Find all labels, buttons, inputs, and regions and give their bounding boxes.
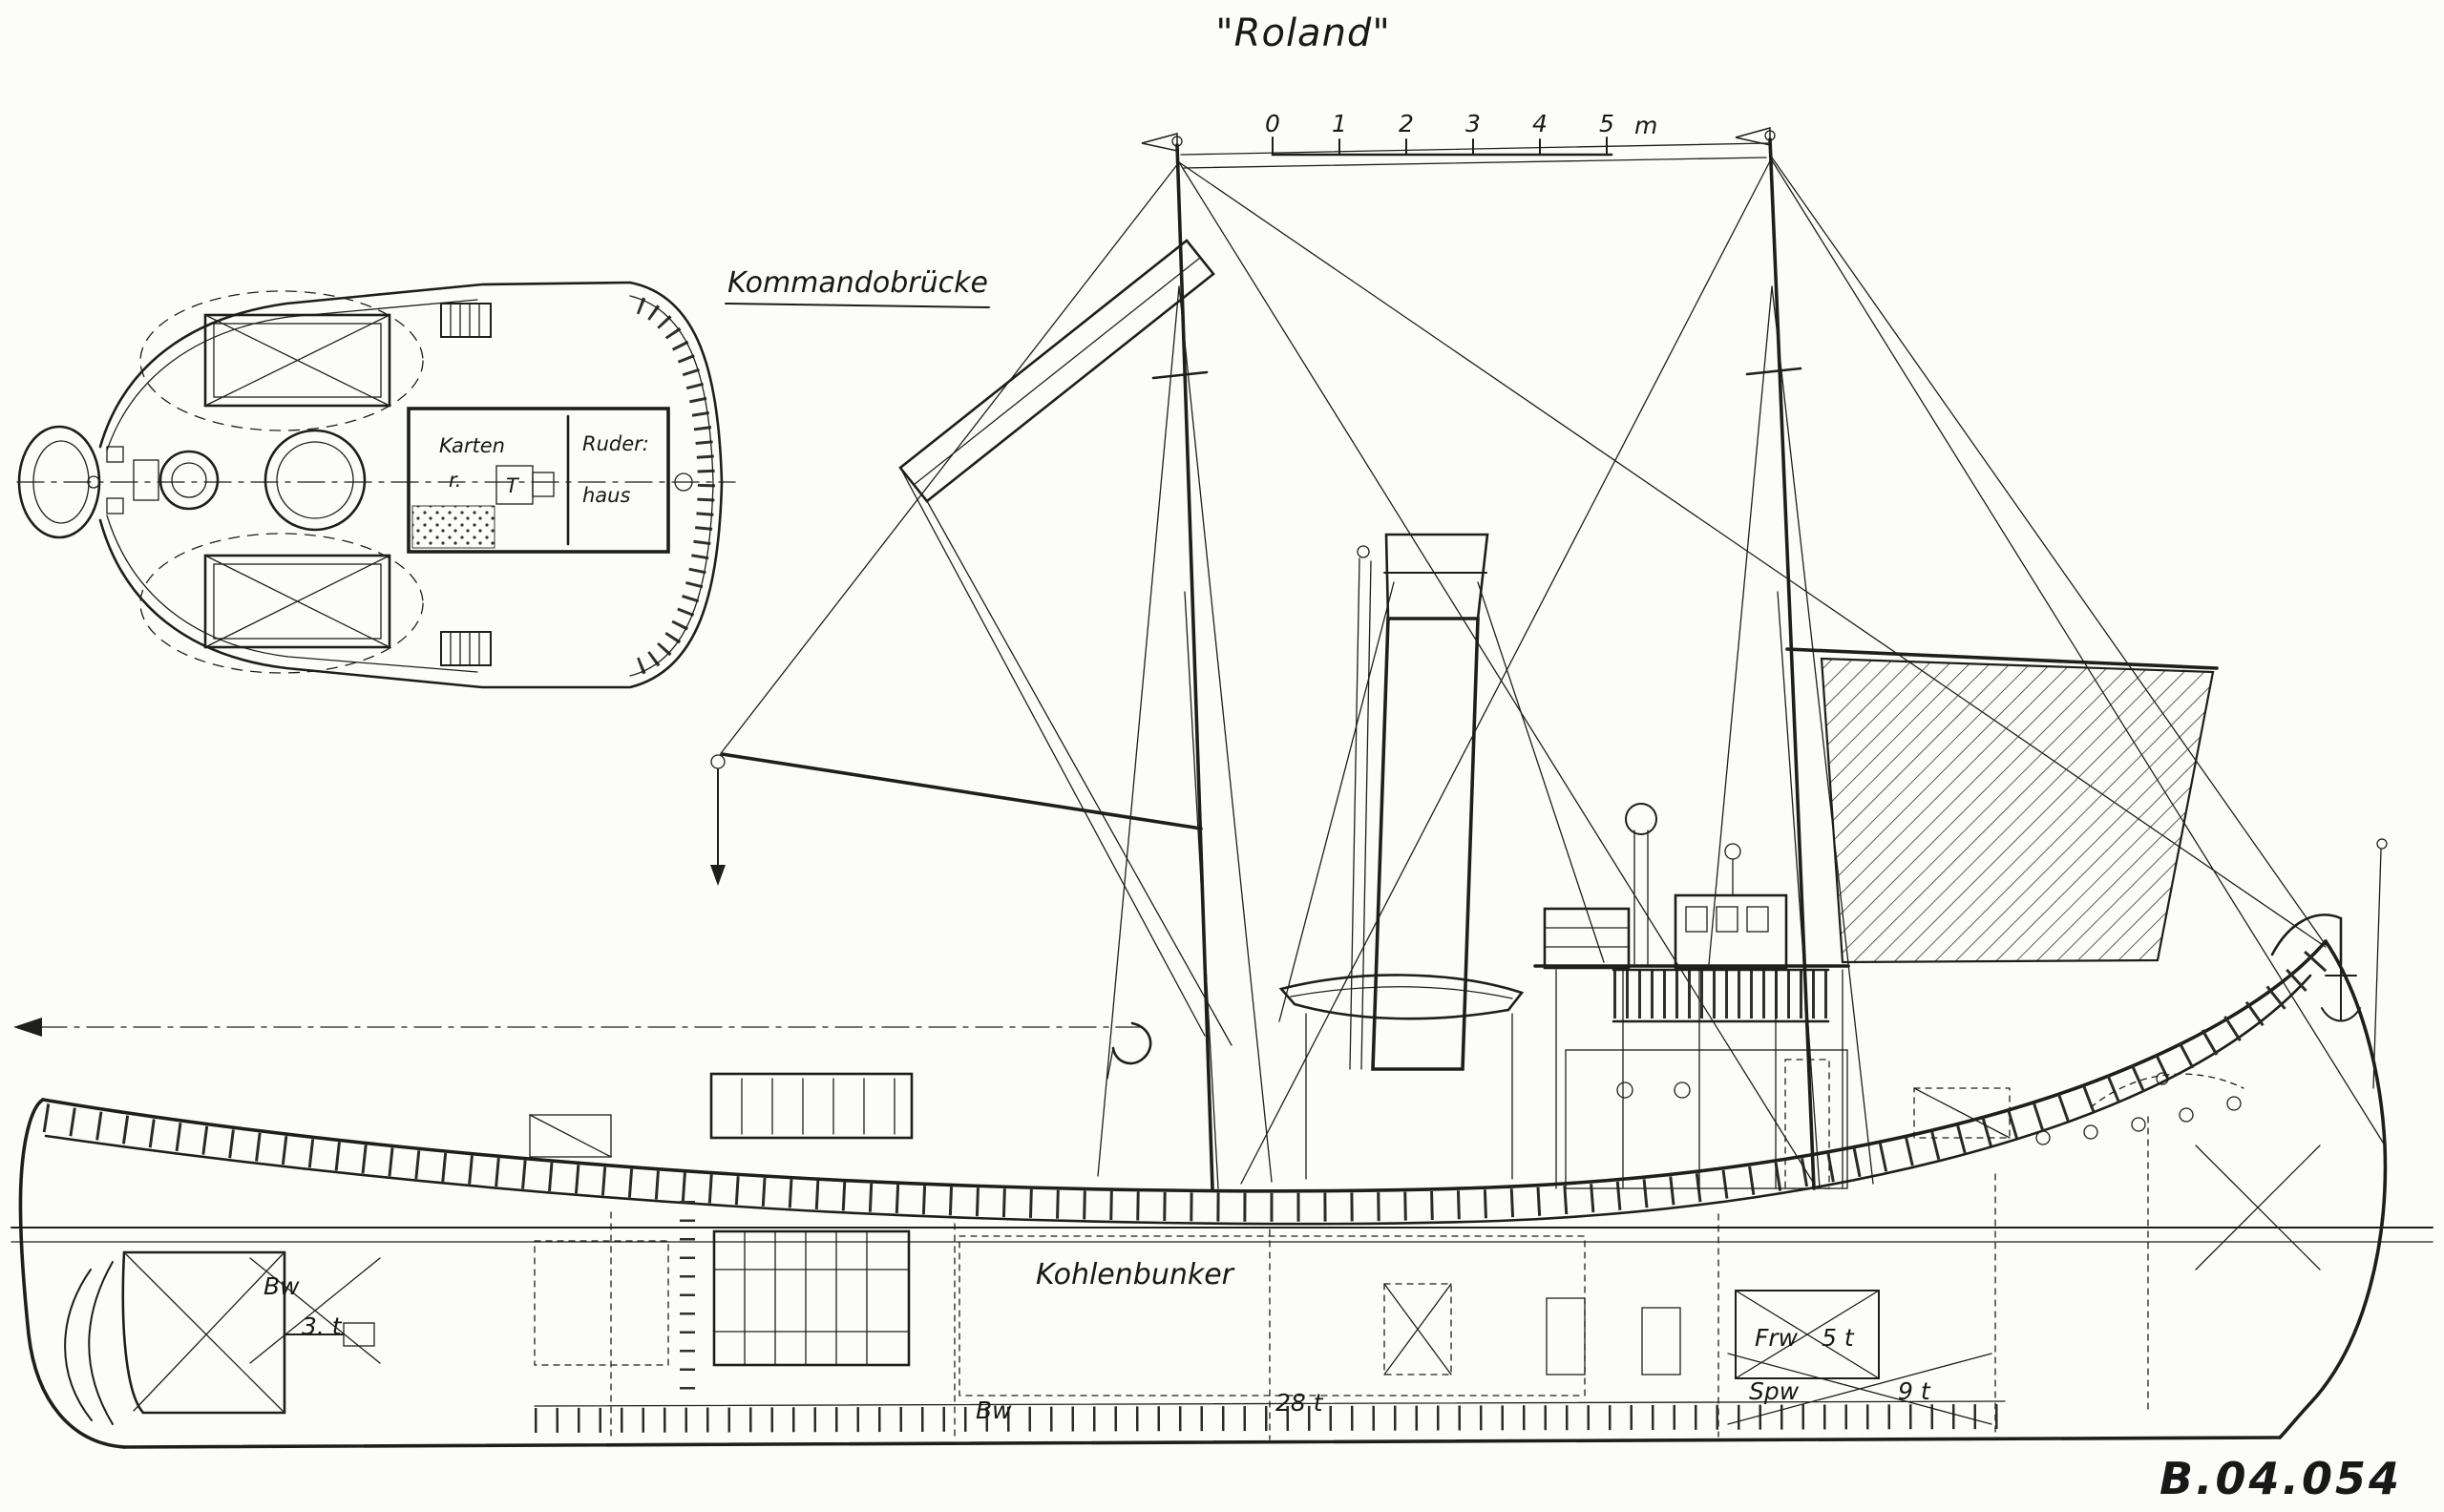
steam-pipe bbox=[1349, 557, 1372, 1070]
cowl-vent bbox=[1625, 803, 1657, 835]
double-bottom-frames bbox=[534, 1404, 2006, 1433]
engine-block bbox=[712, 1229, 911, 1367]
fore-gaff-sail bbox=[710, 239, 1215, 886]
plumb-arrow bbox=[710, 865, 726, 886]
deckhouse bbox=[1565, 1049, 1848, 1189]
plan-binnacle bbox=[674, 472, 693, 492]
plan-boat-oval-port bbox=[139, 290, 424, 431]
bunker-capacity: 28 t bbox=[1275, 1389, 1324, 1417]
stern-gear bbox=[64, 1250, 375, 1425]
drawing-title: "Roland" bbox=[1215, 11, 1390, 55]
plan-ladder-starboard bbox=[440, 631, 492, 666]
scale-unit: m bbox=[1634, 112, 1657, 139]
stern-tank-cross bbox=[249, 1257, 381, 1364]
plan-ladder-port bbox=[440, 303, 492, 338]
coal-bunker-label: Kohlenbunker bbox=[1036, 1258, 1235, 1292]
side-view-labels: Kohlenbunker Bw 3. t Frw 5 t Spw 9 t Bw … bbox=[263, 1258, 1931, 1424]
feed-water-value: 9 t bbox=[1898, 1377, 1931, 1405]
plan-boat-oval-starboard bbox=[139, 533, 424, 674]
hull-internals bbox=[249, 1116, 2149, 1442]
bridge-superstructure bbox=[1533, 803, 1850, 1189]
chart-house bbox=[1674, 893, 1788, 970]
boom-block bbox=[710, 754, 726, 769]
scale-bar: 0 1 2 3 4 5 m bbox=[1265, 110, 1657, 157]
jackstaff bbox=[2372, 849, 2382, 1089]
fresh-water-value: 5 t bbox=[1822, 1324, 1855, 1352]
scale-tick-5: 5 bbox=[1599, 110, 1614, 137]
scale-tick-0: 0 bbox=[1265, 110, 1280, 137]
foremast-pennant bbox=[1141, 133, 1178, 152]
plan-wheelhouse: Karten r. Ruder: haus T bbox=[407, 407, 670, 554]
title-block: "Roland" B.04.054 bbox=[1215, 11, 2402, 1504]
plan-table-label: T bbox=[506, 474, 520, 497]
mainmast-pennant bbox=[1735, 127, 1771, 146]
fresh-water-label: Frw bbox=[1755, 1324, 1799, 1352]
bottom-tank-label: Bw bbox=[976, 1396, 1012, 1424]
funnel bbox=[1349, 533, 1489, 1071]
rigging bbox=[721, 142, 2386, 1185]
aft-deck-fittings bbox=[1913, 1072, 2321, 1270]
feed-water-cross bbox=[1727, 1353, 1992, 1425]
side-elevation: Kohlenbunker Bw 3. t Frw 5 t Spw 9 t Bw … bbox=[11, 127, 2433, 1449]
plan-skylight-port bbox=[203, 313, 391, 408]
plan-chart-room-label: Karten bbox=[439, 434, 505, 457]
hull-outline bbox=[18, 939, 2388, 1449]
foredeck-skylight bbox=[709, 1072, 914, 1140]
drawing-number: B.04.054 bbox=[2160, 1453, 2402, 1504]
mainmast bbox=[1735, 127, 1821, 1190]
anchor bbox=[2325, 963, 2357, 1020]
fore-boom bbox=[720, 752, 1203, 830]
lifeboat bbox=[1278, 974, 1525, 1180]
plan-chart-room-sub: r. bbox=[449, 469, 461, 492]
feed-water-label: Spw bbox=[1749, 1377, 1800, 1405]
scale-tick-1: 1 bbox=[1332, 110, 1347, 137]
plan-wheelhouse-label-2: haus bbox=[582, 484, 630, 507]
plan-funnel-circle bbox=[263, 429, 367, 532]
main-gaff-sail bbox=[1785, 647, 2219, 964]
main-gaff-spar bbox=[1785, 647, 2219, 670]
binnacle bbox=[1724, 843, 1741, 860]
fresh-water-tank bbox=[1735, 1290, 1880, 1379]
bow-fittings bbox=[2035, 838, 2388, 1145]
plan-view-bridge: Karten r. Ruder: haus T Kommandobrücke bbox=[16, 266, 990, 689]
plan-wheelhouse-label-1: Ruder: bbox=[582, 432, 649, 455]
scale-tick-3: 3 bbox=[1465, 110, 1481, 137]
towline-arrowhead bbox=[13, 1018, 42, 1037]
stern-tank-value: 3. t bbox=[302, 1312, 343, 1340]
foredeck-fittings bbox=[529, 1021, 1152, 1158]
scale-tick-2: 2 bbox=[1399, 110, 1414, 137]
engine-skylight bbox=[1543, 907, 1631, 970]
plan-view-label: Kommandobrücke bbox=[727, 266, 988, 300]
scale-tick-4: 4 bbox=[1532, 110, 1548, 137]
plan-skylight-starboard bbox=[203, 554, 391, 649]
stern-tank-label: Bw bbox=[263, 1272, 300, 1300]
towing-hook bbox=[1111, 1021, 1152, 1065]
